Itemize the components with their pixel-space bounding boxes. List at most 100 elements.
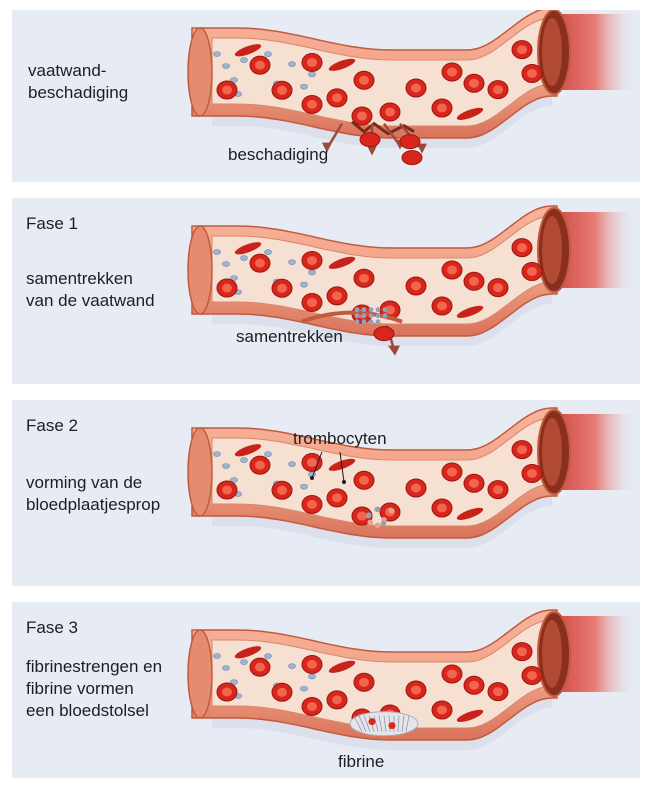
- red-blood-cell-center: [359, 476, 369, 485]
- description-line: beschadiging: [28, 82, 128, 104]
- escaped-red-blood-cell: [400, 135, 420, 149]
- platelet-cluster: [376, 307, 381, 312]
- red-blood-cell-center: [332, 695, 342, 704]
- platelet: [265, 52, 272, 57]
- trapped-red-blood-cell: [389, 722, 396, 729]
- platelet: [241, 256, 248, 261]
- panel-phase-1: Fase 1 samentrekken van de vaatwand same…: [12, 198, 640, 384]
- platelet: [265, 654, 272, 659]
- red-blood-cell-center: [517, 45, 527, 54]
- escaped-red-blood-cell: [374, 327, 394, 341]
- platelet-cluster: [383, 313, 388, 318]
- platelet: [241, 58, 248, 63]
- phase-label: Fase 2: [26, 415, 78, 437]
- platelet: [301, 282, 308, 287]
- vessel-opening-left: [188, 28, 212, 116]
- red-blood-cell-center: [307, 660, 317, 669]
- red-blood-cell-center: [307, 702, 317, 711]
- description-line: bloedplaatjesprop: [26, 494, 160, 516]
- bleeding-arrow-head: [388, 346, 400, 356]
- platelet: [223, 464, 230, 469]
- panel-phase-2: Fase 2 vorming van de bloedplaatjesprop …: [12, 400, 640, 586]
- description-line: vaatwand-: [28, 60, 128, 82]
- platelet: [301, 484, 308, 489]
- description-line: van de vaatwand: [26, 290, 155, 312]
- platelet-cluster: [362, 307, 367, 312]
- red-blood-cell-center: [493, 687, 503, 696]
- escaped-red-blood-cell: [402, 151, 422, 165]
- red-blood-cell-center: [222, 688, 232, 697]
- platelet: [289, 62, 296, 67]
- red-blood-cell-center: [527, 469, 537, 478]
- red-blood-cell-center: [437, 504, 447, 513]
- platelet: [301, 686, 308, 691]
- bleeding-arrow-head: [367, 146, 377, 156]
- escaped-red-blood-cell: [360, 133, 380, 147]
- red-blood-cell-center: [332, 493, 342, 502]
- red-blood-cell-center: [493, 85, 503, 94]
- platelet: [223, 666, 230, 671]
- platelet: [309, 270, 316, 275]
- red-blood-cell-center: [411, 282, 421, 291]
- description-line: vorming van de: [26, 472, 160, 494]
- panel-description: fibrinestrengen en fibrine vormen een bl…: [26, 656, 162, 722]
- platelet-plug: [367, 520, 372, 525]
- red-blood-cell-center: [277, 86, 287, 95]
- panel-vessel-damage: vaatwand- beschadiging beschadiging: [12, 10, 640, 182]
- platelet-plug: [389, 508, 394, 513]
- platelet: [265, 452, 272, 457]
- platelet: [301, 84, 308, 89]
- vessel-opening-left: [188, 630, 212, 718]
- red-blood-cell-center: [385, 107, 395, 116]
- callout-dot: [310, 476, 314, 480]
- red-blood-cell-center: [255, 461, 265, 470]
- red-blood-cell-center: [527, 69, 537, 78]
- red-blood-cell-center: [307, 58, 317, 67]
- platelet: [289, 260, 296, 265]
- platelet-plug: [375, 507, 380, 512]
- red-blood-cell-center: [332, 93, 342, 102]
- red-blood-cell-center: [447, 670, 457, 679]
- red-blood-cell-center: [527, 671, 537, 680]
- platelet-cluster: [369, 319, 374, 324]
- platelet-plug: [375, 523, 380, 528]
- red-blood-cell-center: [222, 284, 232, 293]
- red-blood-cell-center: [357, 112, 367, 121]
- platelet: [265, 250, 272, 255]
- red-blood-cell-center: [255, 663, 265, 672]
- platelet-cluster: [376, 313, 381, 318]
- red-blood-cell-center: [255, 61, 265, 70]
- red-blood-cell-center: [359, 76, 369, 85]
- red-blood-cell-center: [359, 678, 369, 687]
- red-blood-cell-center: [307, 100, 317, 109]
- platelet: [309, 674, 316, 679]
- platelet-cluster: [369, 307, 374, 312]
- red-blood-cell-center: [493, 283, 503, 292]
- red-blood-cell-center: [437, 302, 447, 311]
- panel-description: samentrekken van de vaatwand: [26, 268, 155, 312]
- platelet-plug: [381, 521, 386, 526]
- phase-label: Fase 1: [26, 213, 78, 235]
- platelet: [223, 64, 230, 69]
- vessel-opening-left: [188, 226, 212, 314]
- red-blood-cell-center: [411, 84, 421, 93]
- red-blood-cell-center: [469, 681, 479, 690]
- red-blood-cell-center: [493, 485, 503, 494]
- red-blood-cell-center: [359, 274, 369, 283]
- red-blood-cell-center: [447, 266, 457, 275]
- red-blood-cell-center: [277, 688, 287, 697]
- platelet: [289, 462, 296, 467]
- red-blood-cell-center: [222, 86, 232, 95]
- platelet: [241, 660, 248, 665]
- red-blood-cell-center: [447, 68, 457, 77]
- vessel-opening-inner: [542, 216, 562, 284]
- red-blood-cell-center: [307, 500, 317, 509]
- red-blood-cell-center: [469, 79, 479, 88]
- platelet: [241, 458, 248, 463]
- red-blood-cell-center: [447, 468, 457, 477]
- platelet-cluster: [376, 319, 381, 324]
- platelet: [214, 250, 221, 255]
- red-blood-cell-center: [277, 284, 287, 293]
- red-blood-cell-center: [527, 267, 537, 276]
- red-blood-cell-center: [469, 277, 479, 286]
